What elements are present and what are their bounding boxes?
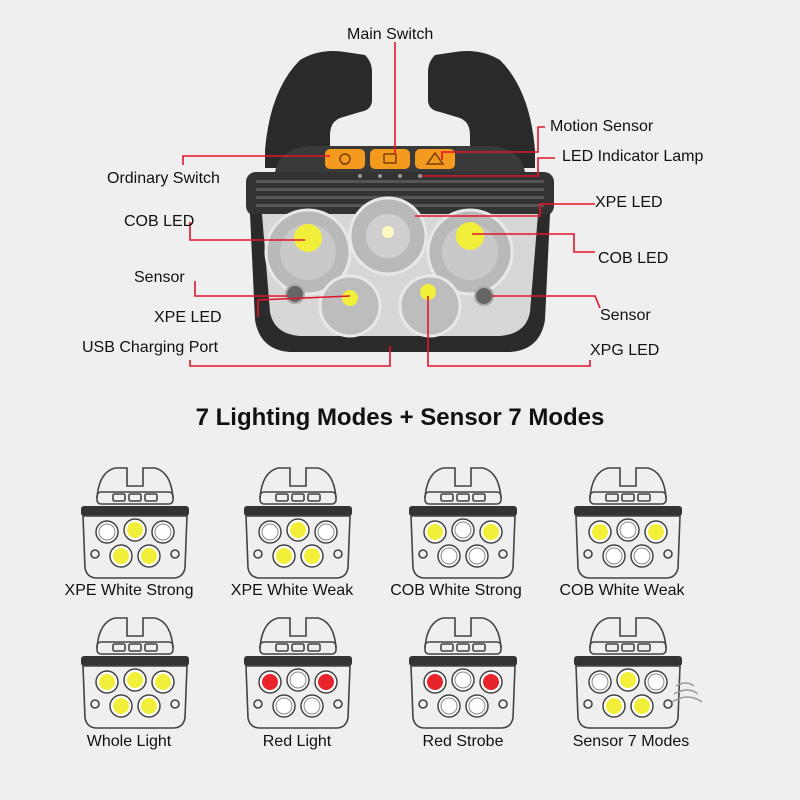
mode-thumb-grip (244, 656, 352, 666)
mode-thumbnail-8 (574, 617, 703, 729)
cob-led-left-reflector (264, 208, 352, 296)
mode-caption-8: Sensor 7 Modes (572, 733, 690, 750)
label-xpe-led-right: XPE LED (595, 194, 663, 211)
callout-lines (182, 42, 601, 367)
mode-thumb-grip (409, 506, 517, 516)
mode-thumb-grip (244, 506, 352, 516)
motion-sensor-button (415, 149, 455, 169)
label-led-indicator-lamp: LED Indicator Lamp (562, 148, 704, 165)
label-cob-led-right: COB LED (598, 250, 669, 267)
label-main-switch: Main Switch (347, 26, 434, 43)
label-sensor-left: Sensor (134, 269, 185, 286)
mode-thumbnail-2 (244, 467, 352, 579)
main-switch-button (370, 149, 410, 169)
led-indicator-dots (358, 174, 422, 178)
mode-caption-3: COB White Strong (390, 582, 522, 599)
ordinary-switch-button (325, 149, 365, 169)
mode-thumbnail-6 (244, 617, 352, 729)
mode-thumbnail-7 (409, 617, 517, 729)
mode-thumb-grip (409, 656, 517, 666)
mode-caption-6: Red Light (262, 733, 332, 750)
label-xpe-led-left: XPE LED (154, 309, 222, 326)
mode-thumbnail-3 (409, 467, 517, 579)
label-ordinary-switch: Ordinary Switch (107, 170, 220, 187)
mode-thumb-grip (574, 656, 682, 666)
sensor-icon (425, 151, 445, 165)
mode-icon (383, 153, 397, 164)
label-cob-led-left: COB LED (124, 213, 195, 230)
mode-thumb-grip (81, 656, 189, 666)
power-icon (339, 153, 351, 165)
mode-caption-7: Red Strobe (422, 733, 504, 750)
modes-heading: 7 Lighting Modes + Sensor 7 Modes (195, 404, 605, 431)
mode-caption-5: Whole Light (86, 733, 172, 750)
mode-thumbnail-4 (574, 467, 682, 579)
xpe-led-left-reflector (318, 274, 382, 338)
cob-led-right-reflector (426, 208, 514, 296)
mode-caption-4: COB White Weak (559, 582, 685, 599)
mode-thumb-grip (81, 506, 189, 516)
label-xpg-led: XPG LED (590, 342, 660, 359)
mode-caption-1: XPE White Strong (64, 582, 194, 599)
label-motion-sensor: Motion Sensor (550, 118, 654, 135)
headband-strap (265, 51, 535, 168)
xpe-led-top-reflector (348, 196, 428, 276)
xpg-led-reflector (398, 274, 462, 338)
label-usb-charging-port: USB Charging Port (82, 339, 219, 356)
mode-caption-2: XPE White Weak (230, 582, 354, 599)
motion-wave-icon (671, 682, 703, 703)
mode-thumbnail-1 (81, 467, 189, 579)
mode-thumbnail-5 (81, 617, 189, 729)
mode-thumb-grip (574, 506, 682, 516)
label-sensor-right: Sensor (600, 307, 651, 324)
